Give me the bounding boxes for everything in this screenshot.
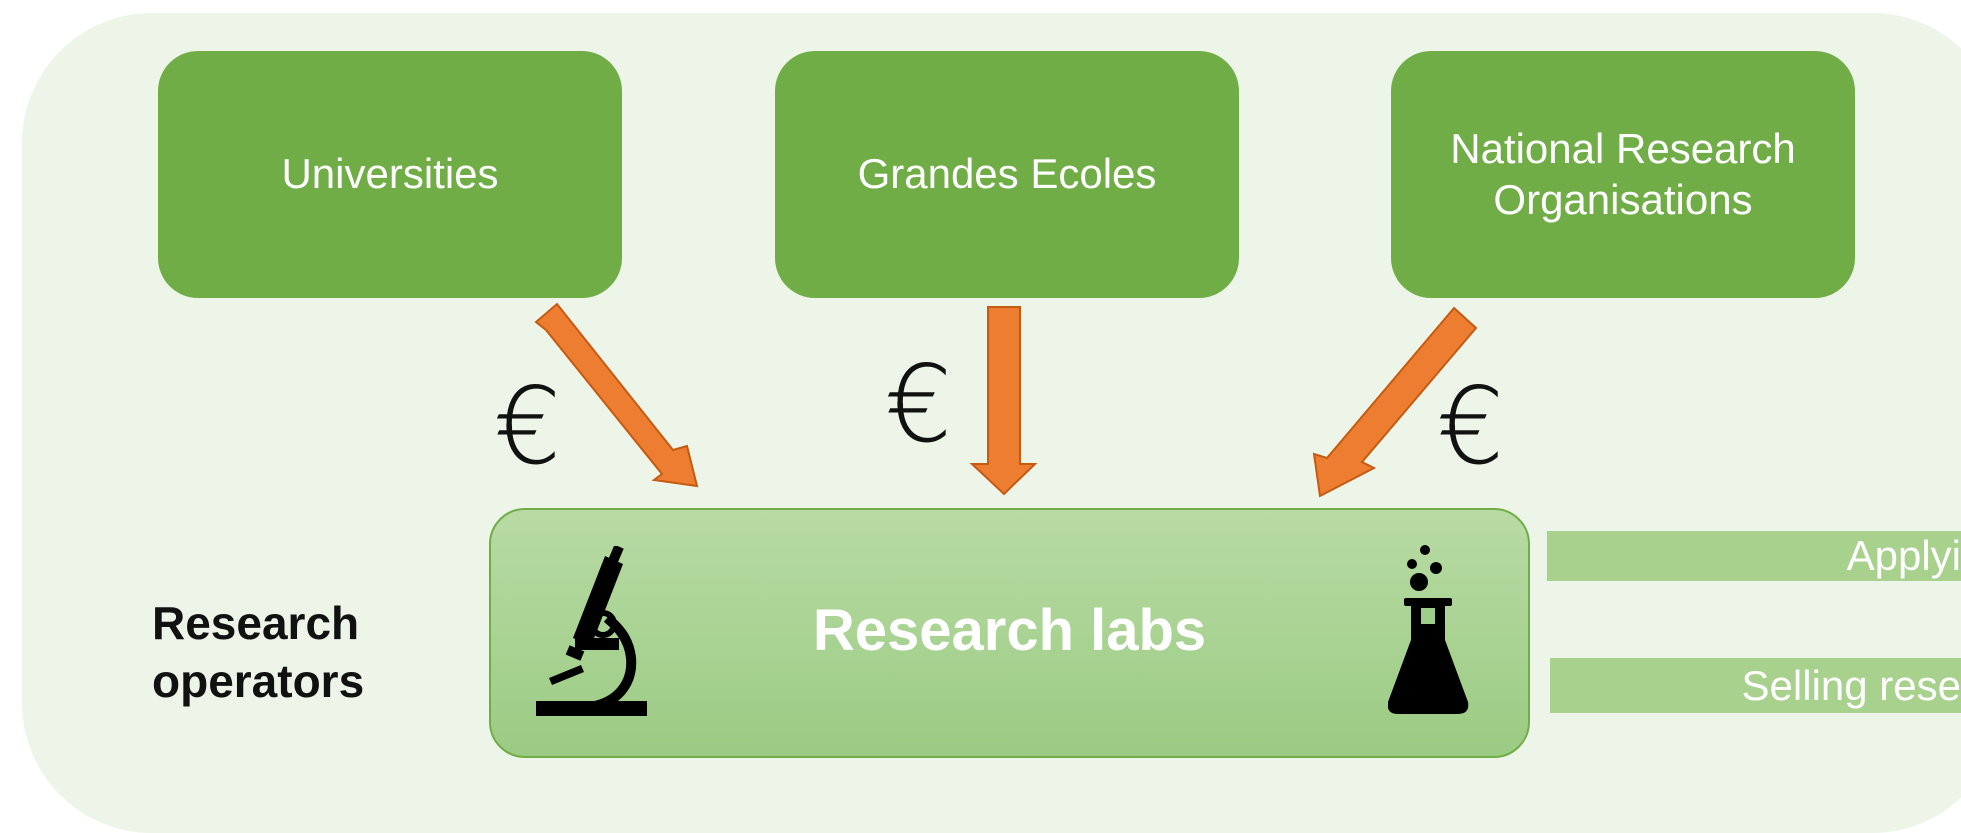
- research-labs-title: Research labs: [812, 598, 1207, 663]
- funding-arrow-grandes-ecoles: [969, 306, 1038, 496]
- flask-icon: [1388, 545, 1469, 714]
- nro-label-line-2: Organisations: [1493, 175, 1753, 223]
- applying-bar-label: Applyi: [1846, 532, 1961, 579]
- microscope-icon: [536, 546, 647, 716]
- funding-arrow-universities: [534, 302, 699, 488]
- research-operators-line-1: Research: [152, 597, 360, 649]
- funding-arrows: [534, 302, 1478, 498]
- euro-symbol-grandes-ecoles: €: [885, 343, 953, 466]
- universities-label: Universities: [281, 150, 499, 198]
- euro-symbol-nro: €: [1437, 365, 1505, 488]
- euro-symbol-universities: €: [494, 365, 562, 488]
- selling-research-bar-label: Selling rese: [1741, 662, 1961, 709]
- grandes-ecoles-label: Grandes Ecoles: [857, 150, 1157, 198]
- funding-arrow-nro: [1312, 306, 1478, 498]
- universities-box: Universities: [158, 51, 622, 298]
- research-operators-line-2: operators: [152, 655, 365, 707]
- research-operators-label: Research operators: [152, 594, 364, 710]
- applying-bar: Applyi: [1547, 531, 1961, 581]
- research-labs-box: Research labs: [489, 508, 1530, 758]
- selling-research-bar: Selling rese: [1550, 658, 1961, 713]
- national-research-organisations-box: National Research Organisations: [1391, 51, 1855, 298]
- grandes-ecoles-box: Grandes Ecoles: [775, 51, 1239, 298]
- nro-label-line-1: National Research: [1450, 125, 1796, 173]
